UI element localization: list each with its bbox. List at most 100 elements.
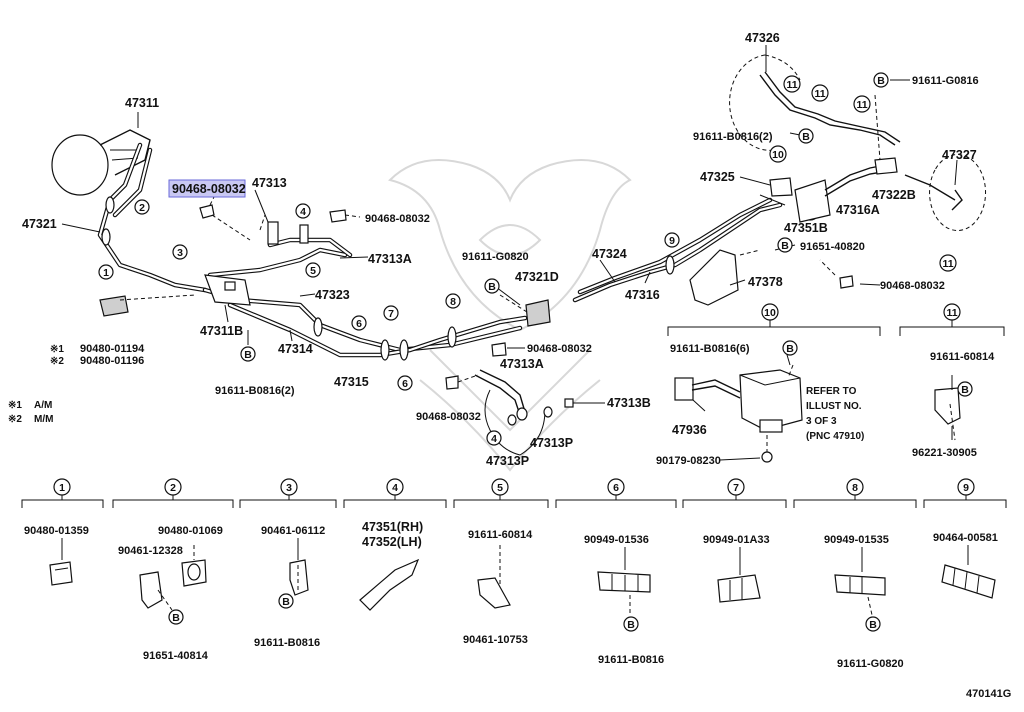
bracket-47351-icon (359, 558, 420, 611)
label-47325: 47325 (700, 170, 735, 184)
svg-text:B: B (786, 343, 794, 355)
clamp-90461-10753-icon (477, 577, 511, 609)
label-91611-b0816-6: 91611-B0816(6) (670, 343, 750, 355)
hose-47313a-icon (474, 369, 546, 456)
clip-90468-icon (199, 204, 215, 219)
label-91611-b0816-g6: 91611-B0816 (598, 654, 664, 666)
label-47322b: 47322B (872, 188, 916, 202)
group-num-4: 4 (386, 478, 404, 496)
svg-text:B: B (488, 281, 496, 293)
bolt-b-7: B (957, 381, 973, 397)
wheel-disc-47327-icon (904, 154, 986, 231)
label-47327: 47327 (942, 148, 977, 162)
circle-num-2a: 2 (134, 199, 150, 215)
svg-text:8: 8 (450, 296, 456, 308)
label-91611-60814-b: 91611-60814 (468, 529, 533, 541)
clamp-90949-01535-icon (834, 574, 886, 596)
brake-pipe-47324 (572, 197, 783, 303)
clamp-90461-12328-icon (139, 571, 163, 609)
group-num-1: 1 (53, 478, 71, 496)
svg-text:1: 1 (59, 482, 65, 494)
bolt-b-2: B (484, 278, 500, 294)
refer-line-2: ILLUST NO. (806, 401, 862, 412)
group-num-3: 3 (280, 478, 298, 496)
circle-num-11c: 11 (853, 95, 871, 113)
label-47314: 47314 (278, 342, 313, 356)
bolt-b-8: B (168, 609, 184, 625)
svg-text:5: 5 (310, 265, 316, 277)
circle-num-6a: 6 (351, 315, 367, 331)
footnote-text-2: M/M (34, 414, 53, 425)
highlight-box (168, 179, 246, 198)
label-91611-b0816-2: 91611-B0816(2) (215, 385, 295, 397)
label-47936: 47936 (672, 423, 707, 437)
footnote-text-1: A/M (34, 400, 52, 411)
label-90480-01359: 90480-01359 (24, 525, 89, 537)
svg-text:10: 10 (764, 307, 776, 319)
label-90461-10753: 90461-10753 (463, 634, 528, 646)
svg-text:B: B (282, 596, 290, 608)
label-47378: 47378 (748, 275, 783, 289)
bolt-b-5: B (777, 237, 793, 253)
label-90949-01a33: 90949-01A33 (703, 534, 770, 546)
label-90480-01069: 90480-01069 (158, 525, 223, 537)
label-47326: 47326 (745, 31, 780, 45)
footnote-mark-1: ※1 (8, 400, 22, 411)
svg-text:8: 8 (852, 482, 858, 494)
bolt-markers: B B B B B B B B B B B (168, 72, 973, 632)
svg-text:10: 10 (772, 149, 784, 161)
svg-text:11: 11 (946, 307, 957, 319)
label-90949-01536: 90949-01536 (584, 534, 649, 546)
svg-text:6: 6 (402, 378, 408, 390)
label-47321: 47321 (22, 217, 57, 231)
label-90468-highlighted: 90468-08032 (172, 182, 246, 196)
label-91651-40820: 91651-40820 (800, 241, 865, 253)
label-90949-01535: 90949-01535 (824, 534, 889, 546)
circle-num-9a: 9 (664, 232, 680, 248)
bolt-b-10: B (623, 616, 639, 632)
label-91611-g0820-g8: 91611-G0820 (837, 658, 904, 670)
svg-text:9: 9 (963, 482, 969, 494)
abs-actuator-icon (674, 369, 803, 463)
bracket-47378-icon (689, 249, 739, 306)
svg-text:B: B (802, 131, 810, 143)
svg-text:2: 2 (139, 202, 145, 214)
label-90468-e: 90468-08032 (880, 280, 945, 292)
label-47316: 47316 (625, 288, 660, 302)
svg-text:11: 11 (814, 88, 825, 100)
label-47351-rh: 47351(RH) (362, 520, 423, 534)
label-47316a: 47316A (836, 203, 880, 217)
circle-num-11a: 11 (783, 75, 801, 93)
label-47311b: 47311B (200, 324, 243, 338)
abs-sensor-assembly-icon (759, 157, 898, 223)
label-47321d: 47321D (515, 270, 559, 284)
footnote-mark-2: ※2 (8, 414, 22, 425)
label-47313a-b: 47313A (500, 357, 544, 371)
circle-num-1a: 1 (98, 264, 114, 280)
label-47311: 47311 (125, 96, 159, 110)
svg-text:B: B (877, 75, 885, 87)
detail-brackets (21, 494, 1007, 508)
circle-num-11d: 11 (939, 254, 957, 272)
svg-text:4: 4 (392, 482, 398, 494)
clamp-47321d-icon (525, 299, 551, 327)
bolt-b-3: B (873, 72, 889, 88)
refer-line-4: (PNC 47910) (806, 431, 864, 442)
svg-text:B: B (244, 349, 252, 361)
label-91611-g0820: 91611-G0820 (462, 251, 529, 263)
clamp-90949-01a33-icon (717, 574, 761, 603)
svg-text:B: B (627, 619, 635, 631)
svg-text:1: 1 (103, 267, 109, 279)
clamp-90461-06112-icon (289, 559, 309, 596)
hose-47313-icon (267, 221, 309, 245)
bracket-96221-icon (934, 387, 961, 425)
svg-text:4: 4 (491, 433, 497, 445)
group-num-2: 2 (164, 478, 182, 496)
svg-text:B: B (961, 384, 969, 396)
wheel-disc-47326-icon (729, 54, 901, 151)
label-90468-c: 90468-08032 (527, 343, 592, 355)
svg-text:11: 11 (856, 99, 867, 111)
label-90468-d: 90468-08032 (416, 411, 481, 423)
label-90461-06112: 90461-06112 (261, 525, 325, 537)
